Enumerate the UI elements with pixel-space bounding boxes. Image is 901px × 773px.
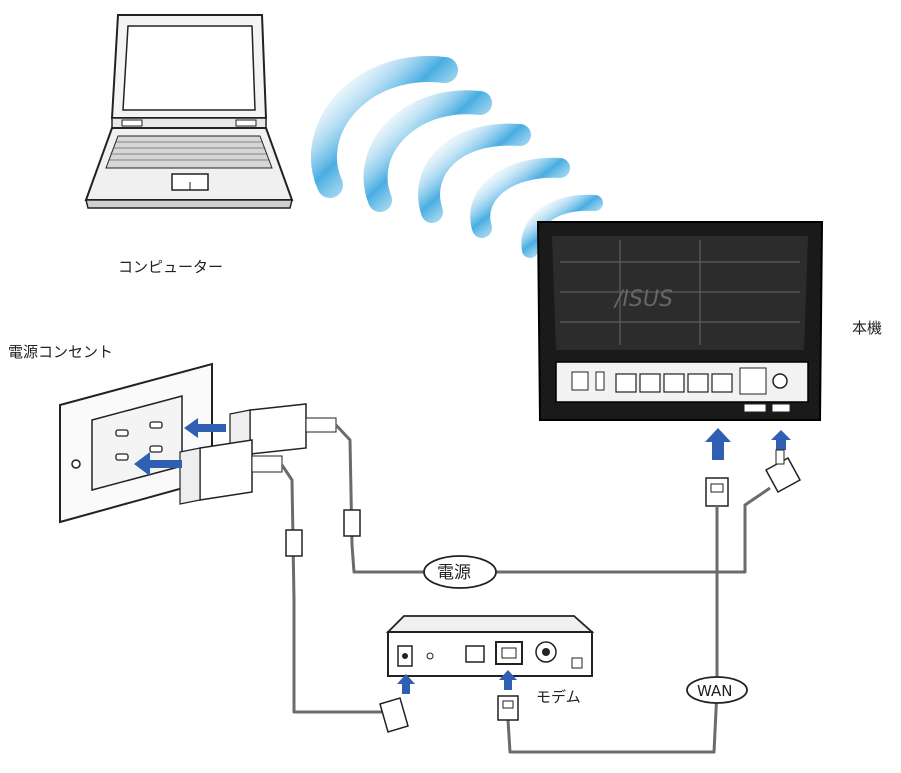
modem-label: モデム	[536, 688, 581, 706]
wan-plug-icon	[705, 477, 729, 507]
modem-icon	[385, 615, 595, 677]
router-label: 本機	[852, 319, 882, 337]
laptop-icon	[84, 14, 294, 209]
wifi-waves-icon	[311, 56, 603, 265]
router-arrows	[705, 428, 791, 460]
cables	[280, 423, 771, 754]
router-icon: /ISUS	[536, 221, 824, 421]
outlet-arrows	[134, 418, 226, 476]
power-adapter-router-icon	[229, 403, 337, 459]
wan-label-bubble	[686, 676, 748, 704]
power-label: 電源	[437, 563, 471, 583]
modem-wan-plug-icon	[497, 695, 519, 721]
computer-label: コンピューター	[118, 258, 223, 276]
power-plug-router-icon	[764, 449, 802, 494]
outlet-label: 電源コンセント	[8, 343, 113, 361]
power-adapter-modem-icon	[179, 439, 283, 505]
modem-arrows	[397, 670, 517, 694]
cable-ferrites	[285, 509, 361, 557]
svg-text:/ISUS: /ISUS	[613, 287, 673, 312]
wan-label: WAN	[697, 682, 733, 700]
modem-power-plug-icon	[379, 697, 409, 733]
power-label-bubble	[423, 555, 497, 589]
